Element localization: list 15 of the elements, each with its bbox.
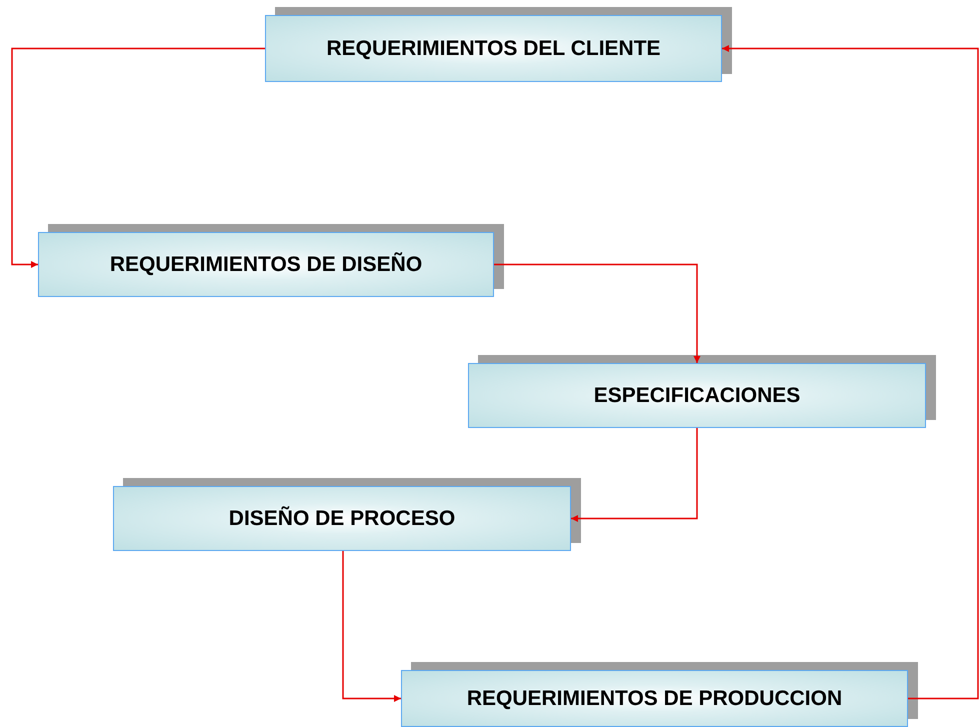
arrow [11, 48, 265, 268]
arrow [571, 428, 698, 522]
process-box [401, 670, 908, 727]
arrow [342, 551, 401, 702]
box-label: REQUERIMIENTOS DEL CLIENTE [326, 36, 661, 60]
arrow [722, 45, 979, 700]
process-box [113, 486, 571, 551]
box-label: DISEÑO DE PROCESO [228, 506, 456, 530]
process-box [38, 232, 494, 297]
box-label: REQUERIMIENTOS DE PRODUCCION [466, 686, 842, 710]
box-label: REQUERIMIENTOS DE DISEÑO [110, 252, 422, 276]
process-box [468, 363, 926, 428]
process-box [265, 15, 722, 82]
arrow [494, 264, 700, 363]
box-label: ESPECIFICACIONES [594, 384, 800, 408]
